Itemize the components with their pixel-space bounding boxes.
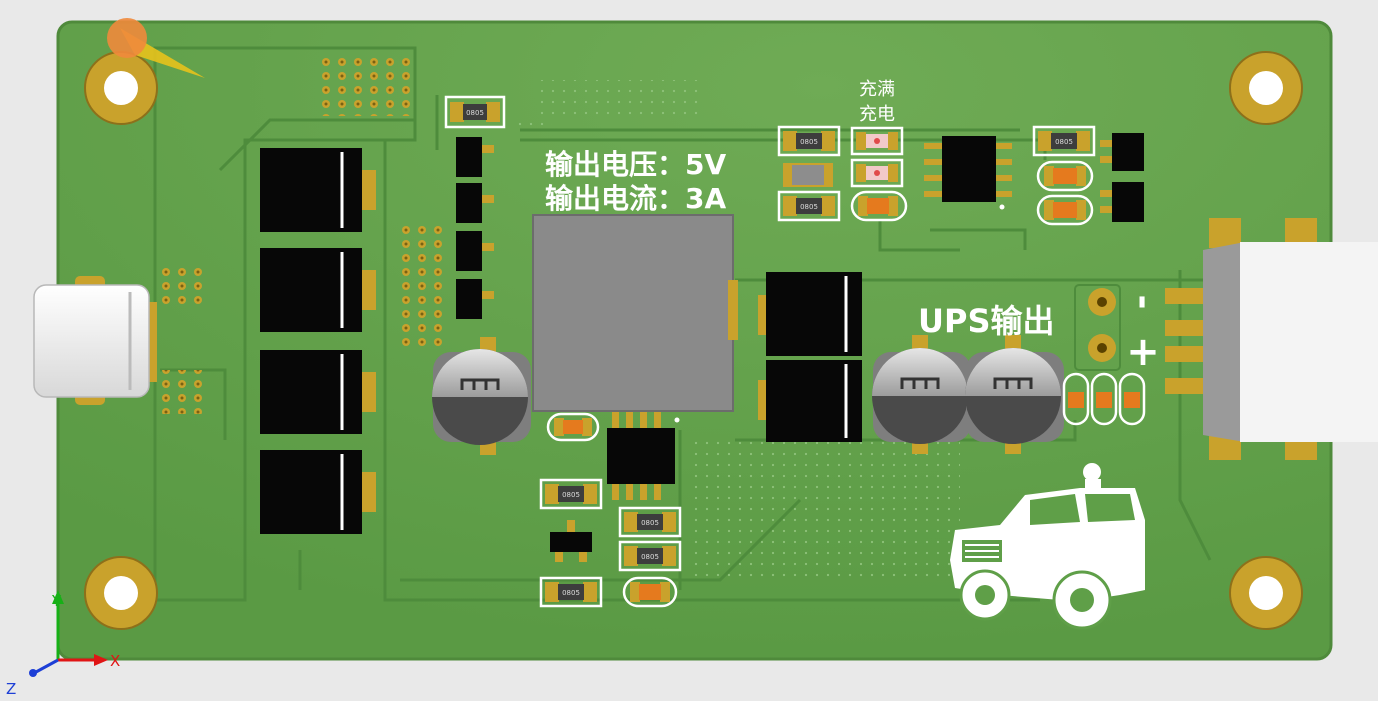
via-field	[690, 440, 960, 580]
electrolytic-capacitor-left	[432, 337, 531, 455]
usb-c-connector	[33, 276, 157, 405]
resistor-lower-3: 0805	[618, 506, 682, 538]
charge-cap	[850, 190, 908, 222]
pad-grid	[156, 266, 204, 310]
resistor-code: 0805	[641, 519, 659, 527]
ceramic-capacitor-lower	[622, 576, 678, 608]
power-mosfets	[260, 148, 376, 534]
axis-label-y: Y	[51, 592, 62, 610]
resistor-lower-1: 0805	[539, 478, 603, 510]
led-charge-full	[850, 126, 904, 156]
output-connector	[1165, 218, 1378, 460]
axis-label-z: Z	[6, 680, 16, 698]
resistor-code: 0805	[641, 553, 659, 561]
led-charging	[850, 158, 904, 188]
resistor-lower-4: 0805	[618, 540, 682, 572]
resistor-lower-2: 0805	[539, 576, 603, 608]
electrolytic-capacitor-mid	[872, 335, 971, 454]
minus-sign: -	[1123, 295, 1164, 310]
ceramic-capacitor	[546, 412, 600, 442]
output-current-label: 输出电流：3A	[545, 182, 726, 215]
plus-sign: +	[1126, 329, 1160, 375]
charging-label: 充电	[859, 104, 895, 125]
output-voltage-label: 输出电压：5V	[545, 148, 726, 181]
ups-output-label: UPS输出	[918, 302, 1055, 340]
via-field	[540, 80, 700, 120]
controller-ic	[607, 412, 680, 500]
resistor-code: 0805	[466, 109, 484, 117]
output-diodes	[758, 272, 862, 442]
resistor-code: 0805	[562, 491, 580, 499]
light-source-marker	[107, 18, 205, 78]
output-ceramic-caps	[1062, 372, 1146, 426]
resistor-code: 0805	[800, 203, 818, 211]
right-transistors	[1100, 133, 1144, 222]
power-inductor	[532, 214, 738, 412]
mounting-holes	[84, 51, 1303, 630]
pad-grid	[400, 222, 448, 348]
right-passives: 0805	[1032, 125, 1096, 226]
charge-resistors: 0805 0805	[777, 125, 841, 222]
resistor-top: 0805	[444, 95, 506, 129]
charge-ic	[924, 136, 1012, 211]
capacitor-code: 0805	[1055, 138, 1073, 146]
ups-output-terminals	[1074, 284, 1121, 371]
pad-grid	[156, 370, 204, 414]
sot23-transistor	[550, 520, 592, 562]
resistor-code: 0805	[562, 589, 580, 597]
resistor-code: 0805	[800, 138, 818, 146]
small-transistors	[456, 137, 494, 319]
jeep-logo	[950, 463, 1145, 630]
electrolytic-capacitor-right	[965, 335, 1064, 454]
axis-gizmo: Y X Z	[6, 590, 120, 698]
charge-full-label: 充满	[859, 79, 895, 100]
pad-grid	[320, 54, 416, 116]
axis-label-x: X	[110, 652, 120, 670]
